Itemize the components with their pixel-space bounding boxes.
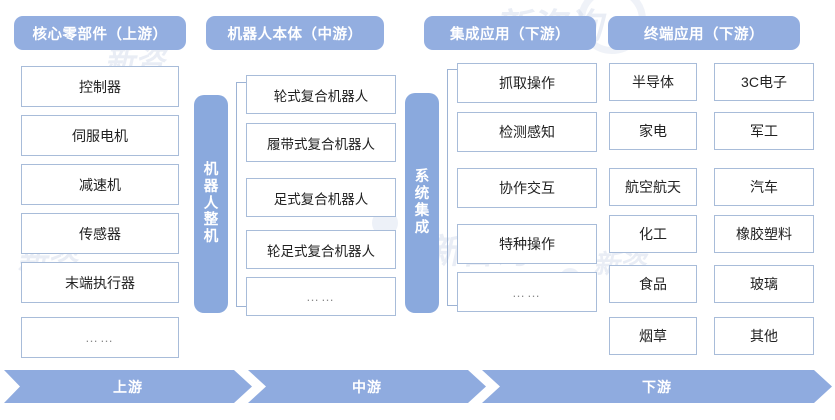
terminal-item[interactable]: 航空航天 [609,168,697,206]
integration-item[interactable]: 特种操作 [457,224,597,264]
midstream-item[interactable]: 足式复合机器人 [246,178,396,217]
bracket-integration [447,69,457,306]
column-header-upstream: 核心零部件（上游） [14,16,186,50]
upstream-item[interactable]: 减速机 [21,164,179,205]
integration-item[interactable]: 检测感知 [457,112,597,152]
midstream-item[interactable]: 轮足式复合机器人 [246,230,396,269]
bracket-midstream [236,82,246,307]
terminal-item[interactable]: 烟草 [609,317,697,355]
terminal-item[interactable]: 橡胶塑料 [714,215,814,253]
terminal-item[interactable]: 玻璃 [714,265,814,303]
midstream-item[interactable]: 履带式复合机器人 [246,123,396,162]
integration-item[interactable]: 抓取操作 [457,63,597,103]
terminal-item[interactable]: 化工 [609,215,697,253]
upstream-item[interactable]: 传感器 [21,213,179,254]
integration-item[interactable]: 协作交互 [457,168,597,208]
flow-stage-downstream: 下游 [482,370,832,403]
terminal-item[interactable]: 其他 [714,317,814,355]
upstream-item[interactable]: 伺服电机 [21,115,179,156]
terminal-item[interactable]: 军工 [714,112,814,150]
column-header-midstream: 机器人本体（中游） [206,16,384,50]
flow-stage-midstream: 中游 [248,370,486,403]
vertical-bar-system-integration: 系统集成 [405,93,439,313]
column-header-integration: 集成应用（下游） [424,16,596,50]
upstream-item-more[interactable]: …… [21,317,179,358]
vertical-bar-system-integration-label: 系统集成 [414,169,430,236]
terminal-item[interactable]: 家电 [609,112,697,150]
upstream-item[interactable]: 末端执行器 [21,262,179,303]
column-header-terminal: 终端应用（下游） [608,16,800,50]
terminal-item[interactable]: 汽车 [714,168,814,206]
midstream-item-more[interactable]: …… [246,277,396,316]
midstream-item[interactable]: 轮式复合机器人 [246,75,396,114]
vertical-bar-robot-unit-label: 机器人整机 [203,161,219,246]
upstream-item[interactable]: 控制器 [21,66,179,107]
flow-stage-upstream: 上游 [4,370,252,403]
integration-item-more[interactable]: …… [457,272,597,312]
terminal-item[interactable]: 食品 [609,265,697,303]
terminal-item[interactable]: 3C电子 [714,63,814,101]
vertical-bar-robot-unit: 机器人整机 [194,95,228,313]
terminal-item[interactable]: 半导体 [609,63,697,101]
